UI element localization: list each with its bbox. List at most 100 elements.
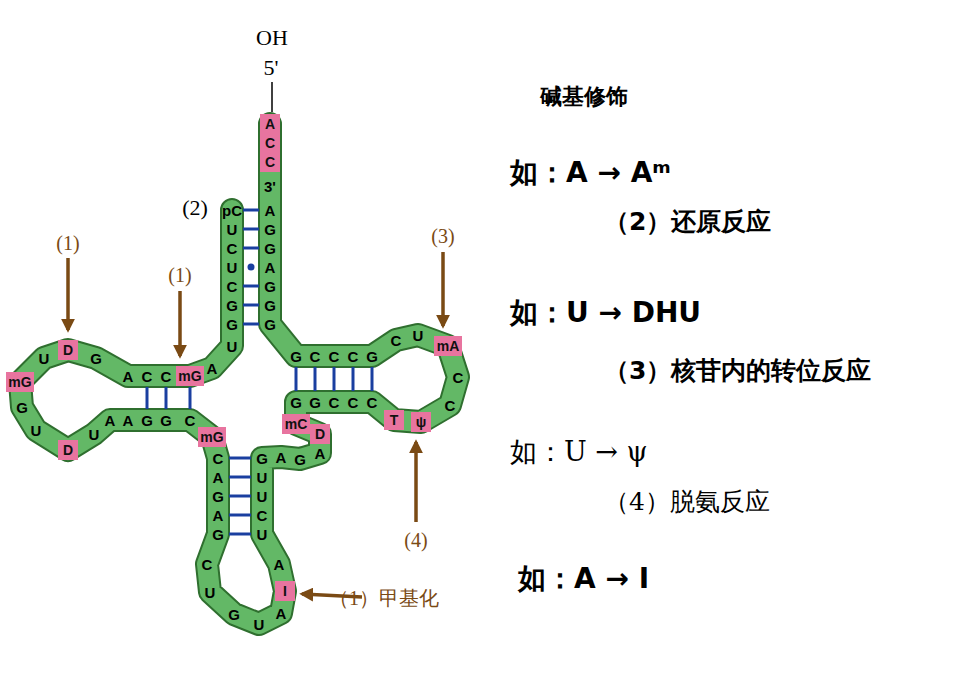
base-letter: U xyxy=(254,616,265,633)
base-letter: C xyxy=(329,394,340,411)
modified-base: C xyxy=(260,133,280,153)
base-letter: G xyxy=(226,316,238,333)
end-label: OH xyxy=(256,25,288,51)
pair-line xyxy=(229,495,251,498)
base-letter: G xyxy=(366,348,378,365)
base-letter: G xyxy=(16,399,28,416)
base-letter: G xyxy=(294,451,306,468)
base-letter: U xyxy=(39,350,50,367)
base-letter: mC xyxy=(285,417,308,431)
end-label: 5' xyxy=(264,55,279,81)
base-letter: U xyxy=(205,584,216,601)
pair-line xyxy=(371,367,374,391)
base-letter: A xyxy=(265,202,276,219)
pair-line xyxy=(146,387,149,409)
base-letter: G xyxy=(264,240,276,257)
base-letter: A xyxy=(265,259,276,276)
callout-arrow xyxy=(178,291,182,356)
base-letter: I xyxy=(283,584,287,598)
base-letter: 3' xyxy=(264,178,276,195)
band-outline xyxy=(20,124,458,624)
modified-base: T xyxy=(384,410,404,430)
callout-arrow xyxy=(414,442,418,522)
base-letter: mG xyxy=(200,430,223,444)
base-letter: C xyxy=(391,332,402,349)
base-letter: G xyxy=(212,526,224,543)
pair-line xyxy=(243,304,259,307)
base-letter: A xyxy=(265,117,275,131)
base-letter: C xyxy=(265,155,275,169)
title: 碱基修饰 xyxy=(540,82,628,112)
modified-base: A xyxy=(260,114,280,134)
end-label: (2) xyxy=(182,195,208,221)
callout-number: (1) xyxy=(56,232,79,255)
callout-arrow xyxy=(441,252,445,326)
base-letter: C xyxy=(161,368,172,385)
modified-base: mA xyxy=(434,336,462,356)
pair-line xyxy=(229,476,251,479)
base-letter: G xyxy=(226,297,238,314)
base-letter: C xyxy=(213,450,224,467)
legend-text: 如：U → ψ xyxy=(510,434,648,470)
callout-number: (1) xyxy=(168,264,191,287)
base-letter: U xyxy=(227,221,238,238)
pair-line xyxy=(243,209,259,212)
base-letter: A xyxy=(213,469,224,486)
pair-line xyxy=(243,228,259,231)
base-letter: C xyxy=(202,556,213,573)
pair-line xyxy=(229,457,251,460)
base-letter: U xyxy=(257,488,268,505)
callout-number: (4) xyxy=(404,529,427,552)
pair-line xyxy=(243,247,259,250)
base-letter: G xyxy=(264,278,276,295)
oh-bond xyxy=(271,82,273,112)
pair-line xyxy=(295,367,298,391)
base-letter: A xyxy=(123,368,134,385)
modified-base: mG xyxy=(198,427,226,447)
base-letter: G xyxy=(290,348,302,365)
modified-base: I xyxy=(275,581,295,601)
base-letter: G xyxy=(212,488,224,505)
base-letter: A xyxy=(274,556,285,573)
base-letter: C xyxy=(227,240,238,257)
base-letter: C xyxy=(257,507,268,524)
base-letter: G xyxy=(90,350,102,367)
base-letter: C xyxy=(265,136,275,150)
base-letter: ψ xyxy=(416,415,427,429)
base-letter: mA xyxy=(437,339,460,353)
base-letter: A xyxy=(207,360,218,377)
base-letter: G xyxy=(264,316,276,333)
base-letter: U xyxy=(227,259,238,276)
base-letter: U xyxy=(89,426,100,443)
base-letter: G xyxy=(264,297,276,314)
base-pairs xyxy=(147,210,372,534)
pair-line xyxy=(352,367,355,391)
base-letter: A xyxy=(276,605,287,622)
base-letter: A xyxy=(213,507,224,524)
callout-arrow xyxy=(66,258,70,330)
legend-text: （3）核苷内的转位反应 xyxy=(604,354,871,387)
pair-line xyxy=(333,367,336,391)
legend-text: 如：A → I xyxy=(518,560,649,598)
pair-line xyxy=(189,387,192,409)
base-letter: C xyxy=(185,412,196,429)
base-letter: A xyxy=(276,449,287,466)
base-letter: C xyxy=(453,369,464,386)
base-letter: A xyxy=(315,445,326,462)
base-letter: G xyxy=(264,221,276,238)
legend-text: 如：U → DHU xyxy=(510,294,701,332)
callout-number: （1）甲基化 xyxy=(329,585,439,612)
base-letter: C xyxy=(142,368,153,385)
base-letter: D xyxy=(315,427,325,441)
modified-base: mG xyxy=(6,372,34,392)
pair-line xyxy=(229,514,251,517)
base-letter: U xyxy=(257,526,268,543)
base-letter: A xyxy=(123,412,134,429)
modified-base: mG xyxy=(176,366,204,386)
base-letter: U xyxy=(413,327,424,344)
base-letter: C xyxy=(367,394,378,411)
modified-base: C xyxy=(260,152,280,172)
base-letter: C xyxy=(310,348,321,365)
